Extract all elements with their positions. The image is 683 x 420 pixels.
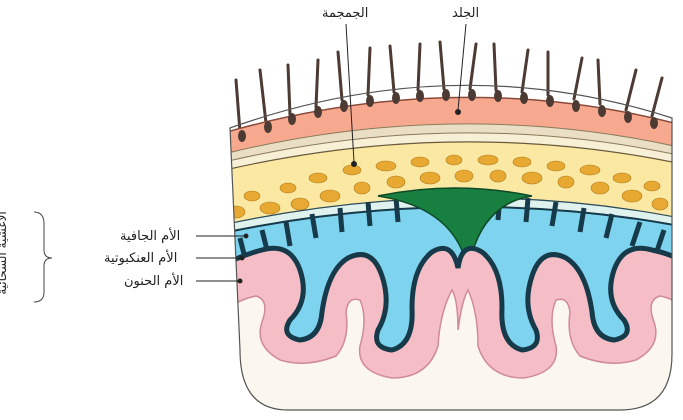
skin-label: الجلد: [452, 6, 479, 21]
meninges-label: الأغشية السحائية: [0, 211, 9, 295]
meninges-bracket: [34, 212, 52, 302]
pia-mater-label: الأم الحنون: [124, 274, 183, 289]
skull-label: الجمجمة: [322, 6, 368, 21]
arachnoid-mater-label: الأم العنكبوتية: [104, 251, 177, 266]
dura-mater-label: الأم الجافية: [120, 229, 180, 244]
